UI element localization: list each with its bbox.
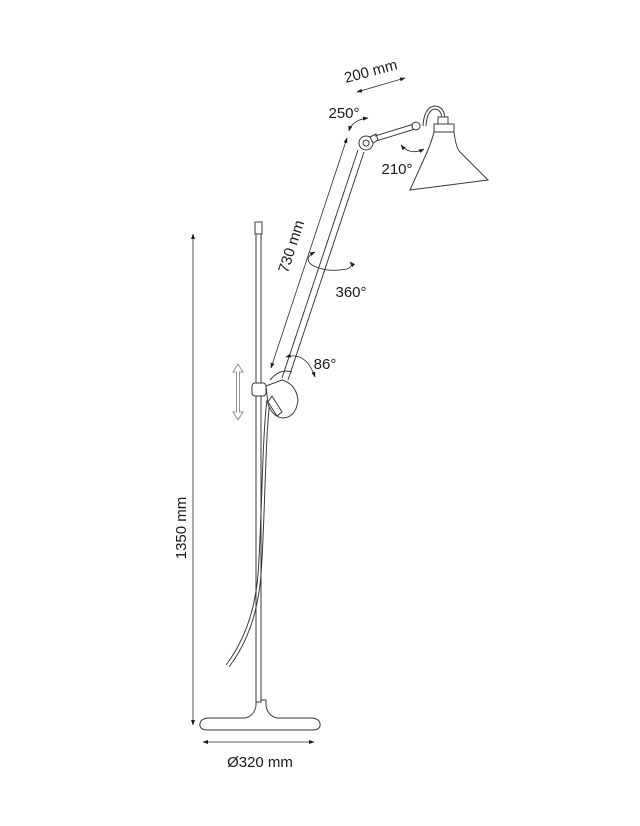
base-diameter-label: Ø320 mm — [227, 754, 293, 771]
lamp-base — [199, 699, 321, 731]
arm-rotation-label: 360° — [335, 284, 366, 301]
arm-pivot-arrow — [285, 353, 316, 378]
shade-tilt-arrow — [400, 144, 425, 154]
shade-tilt-label: 210° — [381, 161, 412, 178]
lamp-shade — [409, 105, 490, 191]
power-cable — [225, 399, 271, 668]
arm-rotation-arrow — [307, 251, 355, 271]
elbow-angle-label: 250° — [328, 105, 359, 122]
height-adjust-arrow — [232, 363, 244, 421]
height-label: 1350 mm — [173, 497, 190, 560]
lamp-pole — [254, 221, 263, 703]
main-arm-length-label: 730 mm — [275, 218, 308, 275]
elbow-angle-arrow — [348, 116, 369, 132]
arm-pivot-label: 86° — [314, 356, 337, 373]
upper-arm-dimension — [356, 77, 406, 93]
main-arm-dimension — [270, 137, 348, 369]
upper-arm — [374, 121, 421, 142]
